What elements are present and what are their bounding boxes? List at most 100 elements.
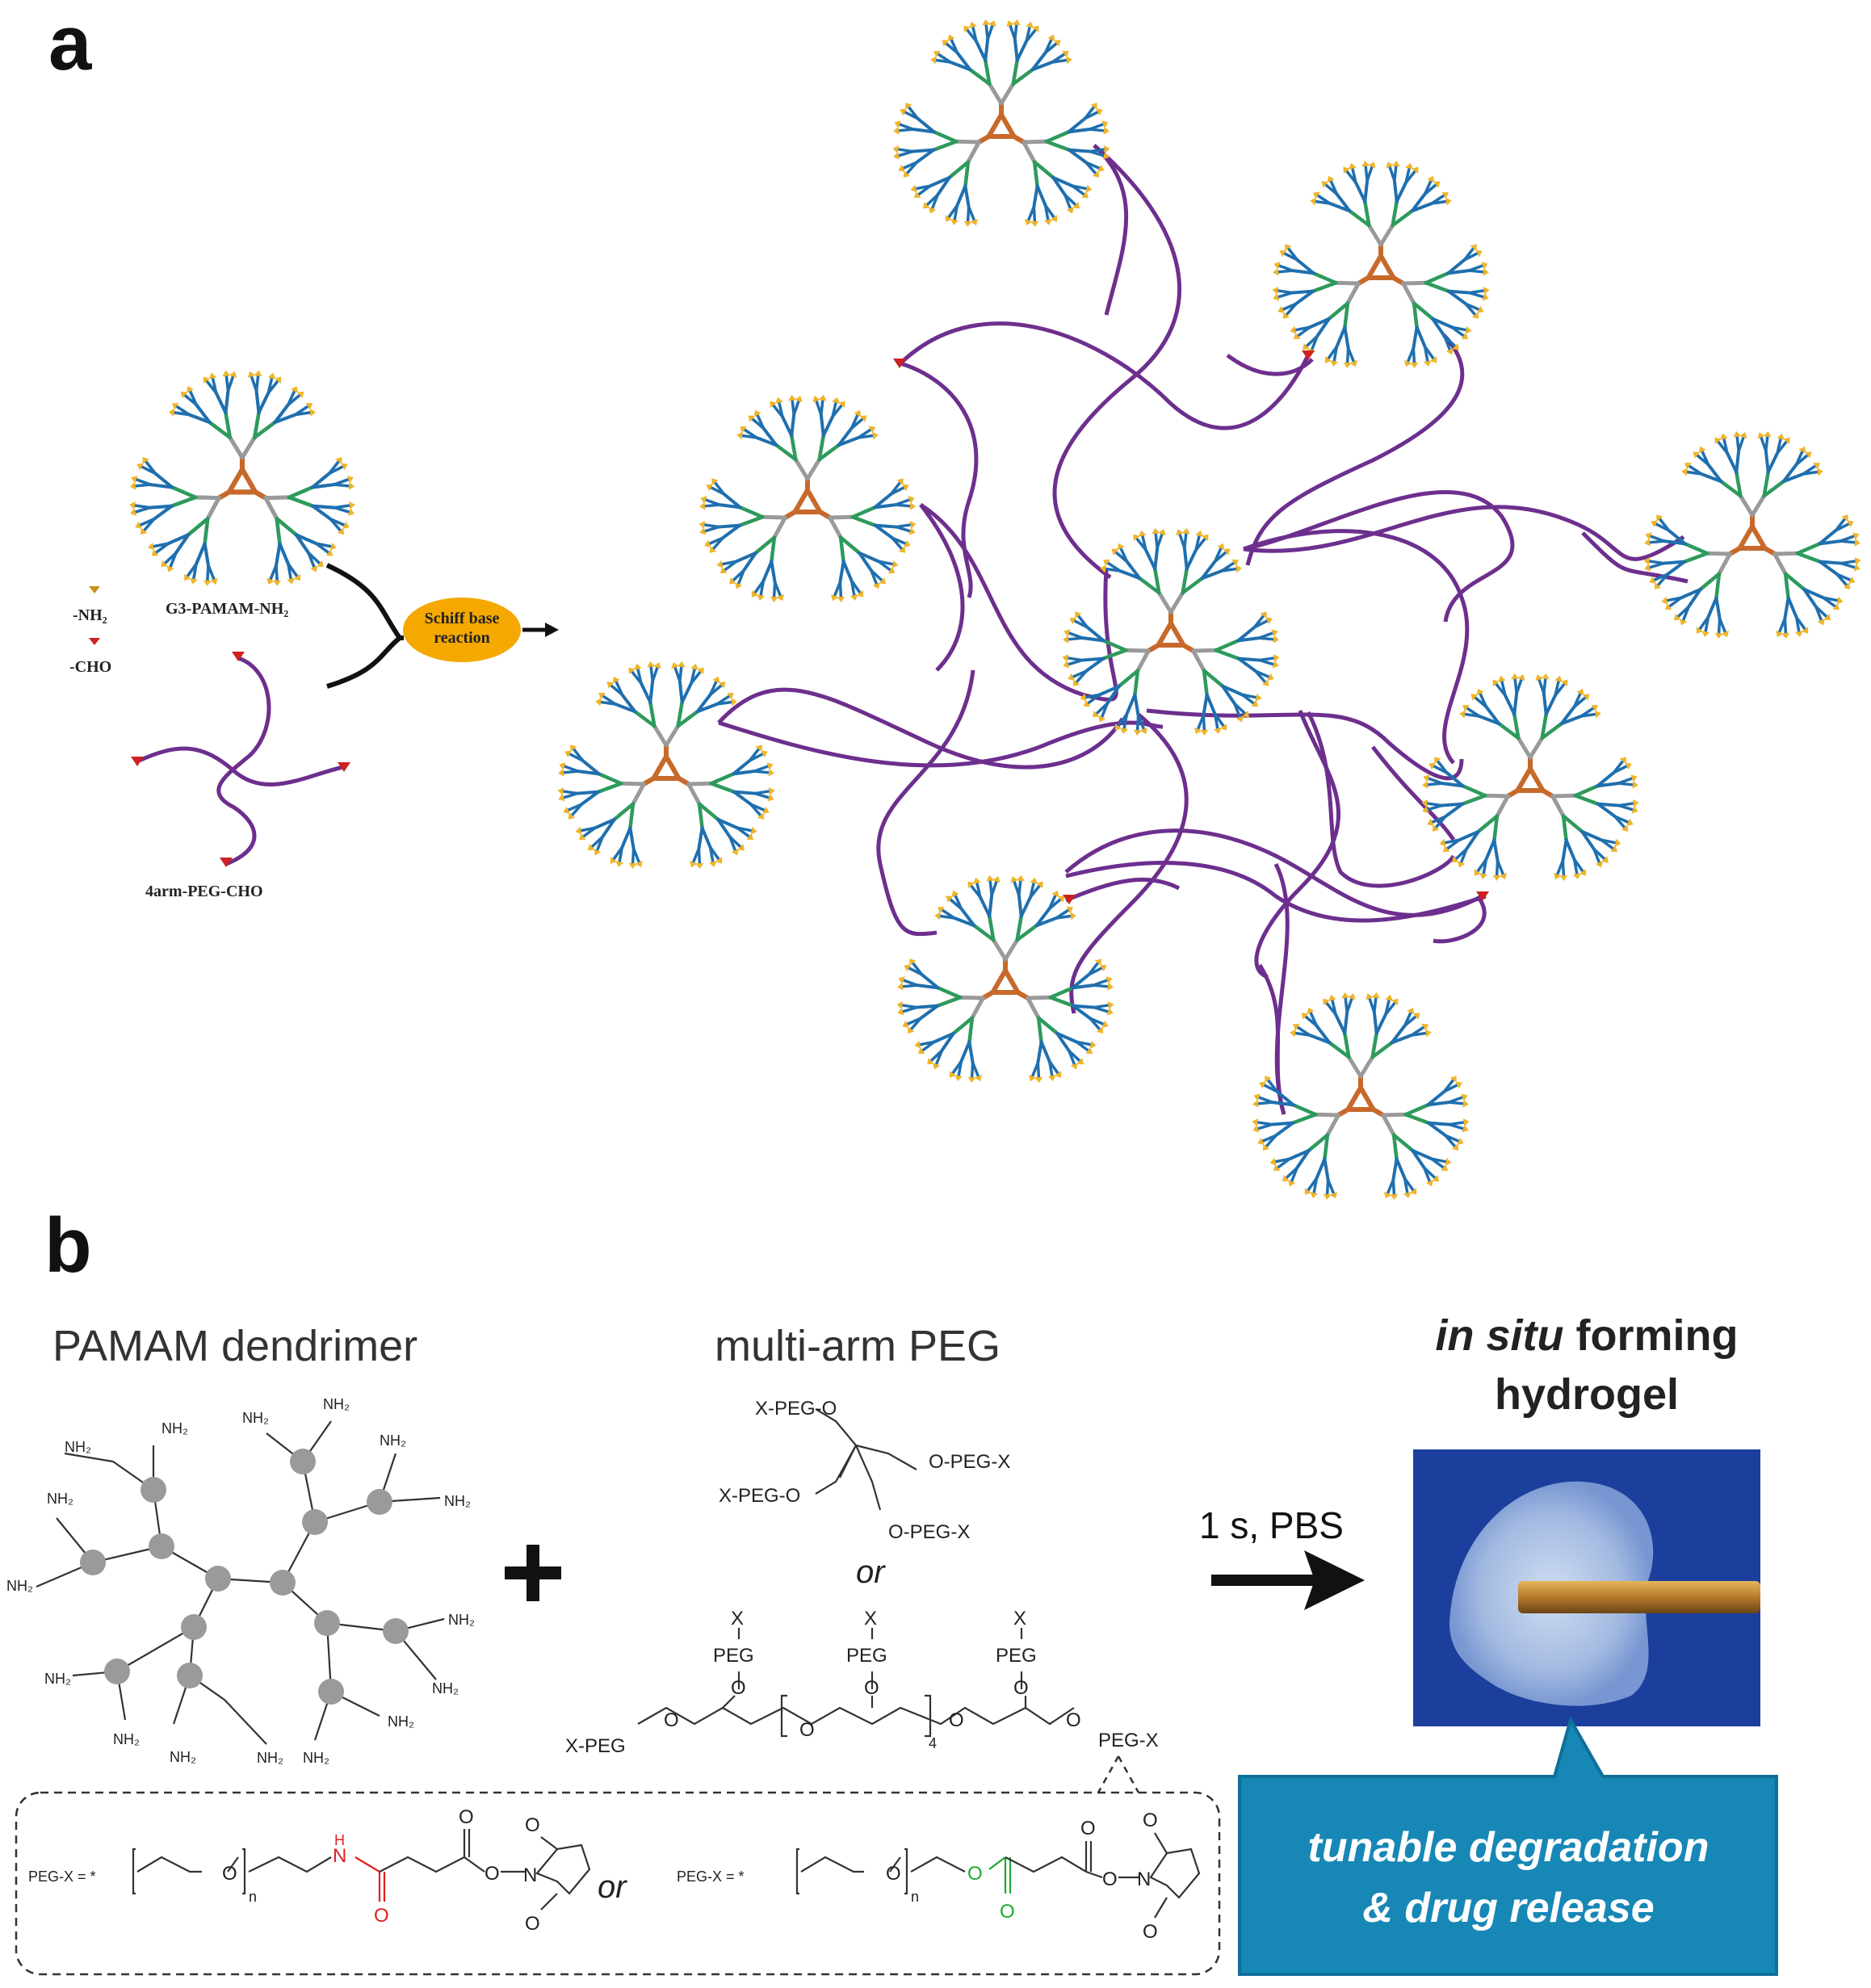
x-label: X — [1013, 1608, 1026, 1629]
o-label: O — [731, 1677, 746, 1699]
spatula — [1518, 1581, 1760, 1613]
or-label-2: or — [598, 1869, 627, 1905]
network-dendrimer — [557, 661, 775, 870]
nh2-label: NH₂ — [388, 1713, 414, 1730]
o-peg-x-1: O-PEG-X — [929, 1451, 1010, 1473]
o-label: O — [1066, 1709, 1081, 1731]
o-label: O — [864, 1677, 879, 1699]
amide-h: H — [334, 1832, 345, 1848]
network-dendrimer — [896, 874, 1114, 1084]
pamam-title: PAMAM dendrimer — [52, 1322, 417, 1370]
hydrogel-title-2: hydrogel — [1495, 1370, 1679, 1419]
peg-label: 4arm-PEG-CHO — [145, 883, 263, 900]
hydrogel-photo — [1413, 1449, 1760, 1726]
nh2-label: NH₂ — [47, 1491, 73, 1507]
x-peg-o-1: X-PEG-O — [755, 1398, 837, 1420]
nh2-label: NH₂ — [65, 1439, 91, 1455]
peg-x-label: PEG-X — [1098, 1730, 1159, 1751]
nh2-label: NH₂ — [303, 1750, 329, 1766]
four-arm-peg-cho — [131, 652, 350, 867]
o-label: O — [459, 1806, 474, 1828]
o-label: O — [1013, 1677, 1029, 1699]
nh2-label: NH₂ — [162, 1420, 188, 1436]
legend-nh2: -NH₂ — [73, 606, 107, 624]
nh2-label: NH₂ — [380, 1432, 406, 1449]
reaction-condition: 1 s, PBS — [1199, 1504, 1344, 1546]
hydrogel-title-italic: in situ — [1436, 1311, 1564, 1360]
x-peg-label: X-PEG — [565, 1735, 626, 1757]
legend-cho: -CHO — [69, 658, 111, 676]
nh2-label: NH₂ — [242, 1410, 269, 1426]
reaction-label-1: Schiff base — [425, 610, 500, 627]
peg-title: multi-arm PEG — [715, 1322, 1001, 1370]
peg-x-definition-box — [15, 1755, 1221, 1976]
o-label: O — [1080, 1818, 1096, 1839]
pamam-nh2-labels: NH₂ NH₂ NH₂ NH₂ NH₂ NH₂ NH₂ NH₂ NH₂ NH₂ … — [6, 1396, 475, 1766]
amide-o: O — [374, 1905, 389, 1927]
peg-x-def-1: PEG-X = * — [28, 1868, 96, 1885]
nh2-label: NH₂ — [432, 1680, 459, 1697]
x-label: X — [864, 1608, 877, 1629]
polyglycerol-labels: X PEG O X PEG O X PEG O X-PEG O O 4 O O … — [565, 1608, 1159, 1757]
dendrimer-label: G3-PAMAM-NH₂ — [166, 600, 288, 618]
x-peg-o-2: X-PEG-O — [719, 1485, 800, 1507]
peg-x-amide: PEG-X = * n — [28, 1829, 591, 1910]
peg-label-b: PEG — [713, 1645, 754, 1667]
pamam-structure — [36, 1420, 445, 1745]
o-label: O — [485, 1863, 500, 1885]
o-label: O — [664, 1709, 679, 1731]
sub-4: 4 — [929, 1735, 937, 1751]
panel-a-letter: a — [48, 0, 92, 86]
right-arrow-icon — [1211, 1550, 1365, 1610]
o-label: O — [1102, 1868, 1118, 1890]
nh2-legend-marker — [89, 586, 100, 593]
callout-line-1: tunable degradation — [1308, 1824, 1709, 1871]
network-dendrimer — [892, 19, 1110, 228]
reaction-oval — [403, 598, 521, 662]
n-label: N — [1137, 1868, 1151, 1890]
nh2-label: NH₂ — [6, 1578, 33, 1594]
o-label: O — [222, 1863, 237, 1885]
n-label: N — [523, 1864, 537, 1886]
reaction-label-2: reaction — [434, 629, 490, 647]
nh2-label: NH₂ — [44, 1671, 71, 1687]
nh2-label: NH₂ — [323, 1396, 350, 1412]
network-dendrimer — [1421, 673, 1639, 882]
peg-x-ester: PEG-X = * n — [677, 1832, 1201, 1919]
ester-carbonyl-o: O — [1000, 1901, 1015, 1923]
network-dendrimer — [1062, 527, 1280, 736]
reaction-arrow — [325, 563, 559, 689]
left-dendrimer — [129, 370, 355, 586]
cho-end-markers — [893, 350, 1489, 904]
peg-x-ester-labels: O O O O O N O O — [886, 1810, 1158, 1943]
o-label: O — [525, 1814, 540, 1836]
peg-x-amide-labels: O N H O O O N O O — [222, 1806, 540, 1935]
o-label: O — [886, 1863, 901, 1885]
plus-icon — [505, 1545, 561, 1601]
network-dendrimer — [1252, 992, 1470, 1201]
o-label: O — [525, 1913, 540, 1935]
peg-label-b: PEG — [996, 1645, 1037, 1667]
nh2-label: NH₂ — [448, 1612, 475, 1628]
o-label: O — [799, 1719, 815, 1741]
callout-line-2: & drug release — [1362, 1885, 1654, 1931]
panel-b-letter: b — [44, 1202, 92, 1289]
dendrimer-network — [557, 19, 1861, 1201]
ester-o: O — [967, 1863, 983, 1885]
hydrogel-title-1: in situ forming — [1436, 1311, 1739, 1360]
network-dendrimer — [1272, 160, 1490, 369]
peg-x-def-2: PEG-X = * — [677, 1868, 745, 1885]
sub-n-1: n — [249, 1889, 257, 1905]
peg-network-chains — [717, 144, 1689, 1115]
cho-legend-marker — [89, 638, 100, 645]
hydrogel-title-rest: forming — [1564, 1311, 1739, 1360]
o-peg-x-2: O-PEG-X — [888, 1521, 970, 1543]
o-label: O — [1143, 1921, 1158, 1943]
sub-n-2: n — [911, 1889, 919, 1905]
g3-pamam-dendrimer — [129, 370, 355, 586]
peg-label-b: PEG — [846, 1645, 887, 1667]
nh2-label: NH₂ — [444, 1493, 471, 1509]
pentaerythritol-peg — [815, 1408, 917, 1511]
polyglycerol-peg — [637, 1628, 1075, 1738]
